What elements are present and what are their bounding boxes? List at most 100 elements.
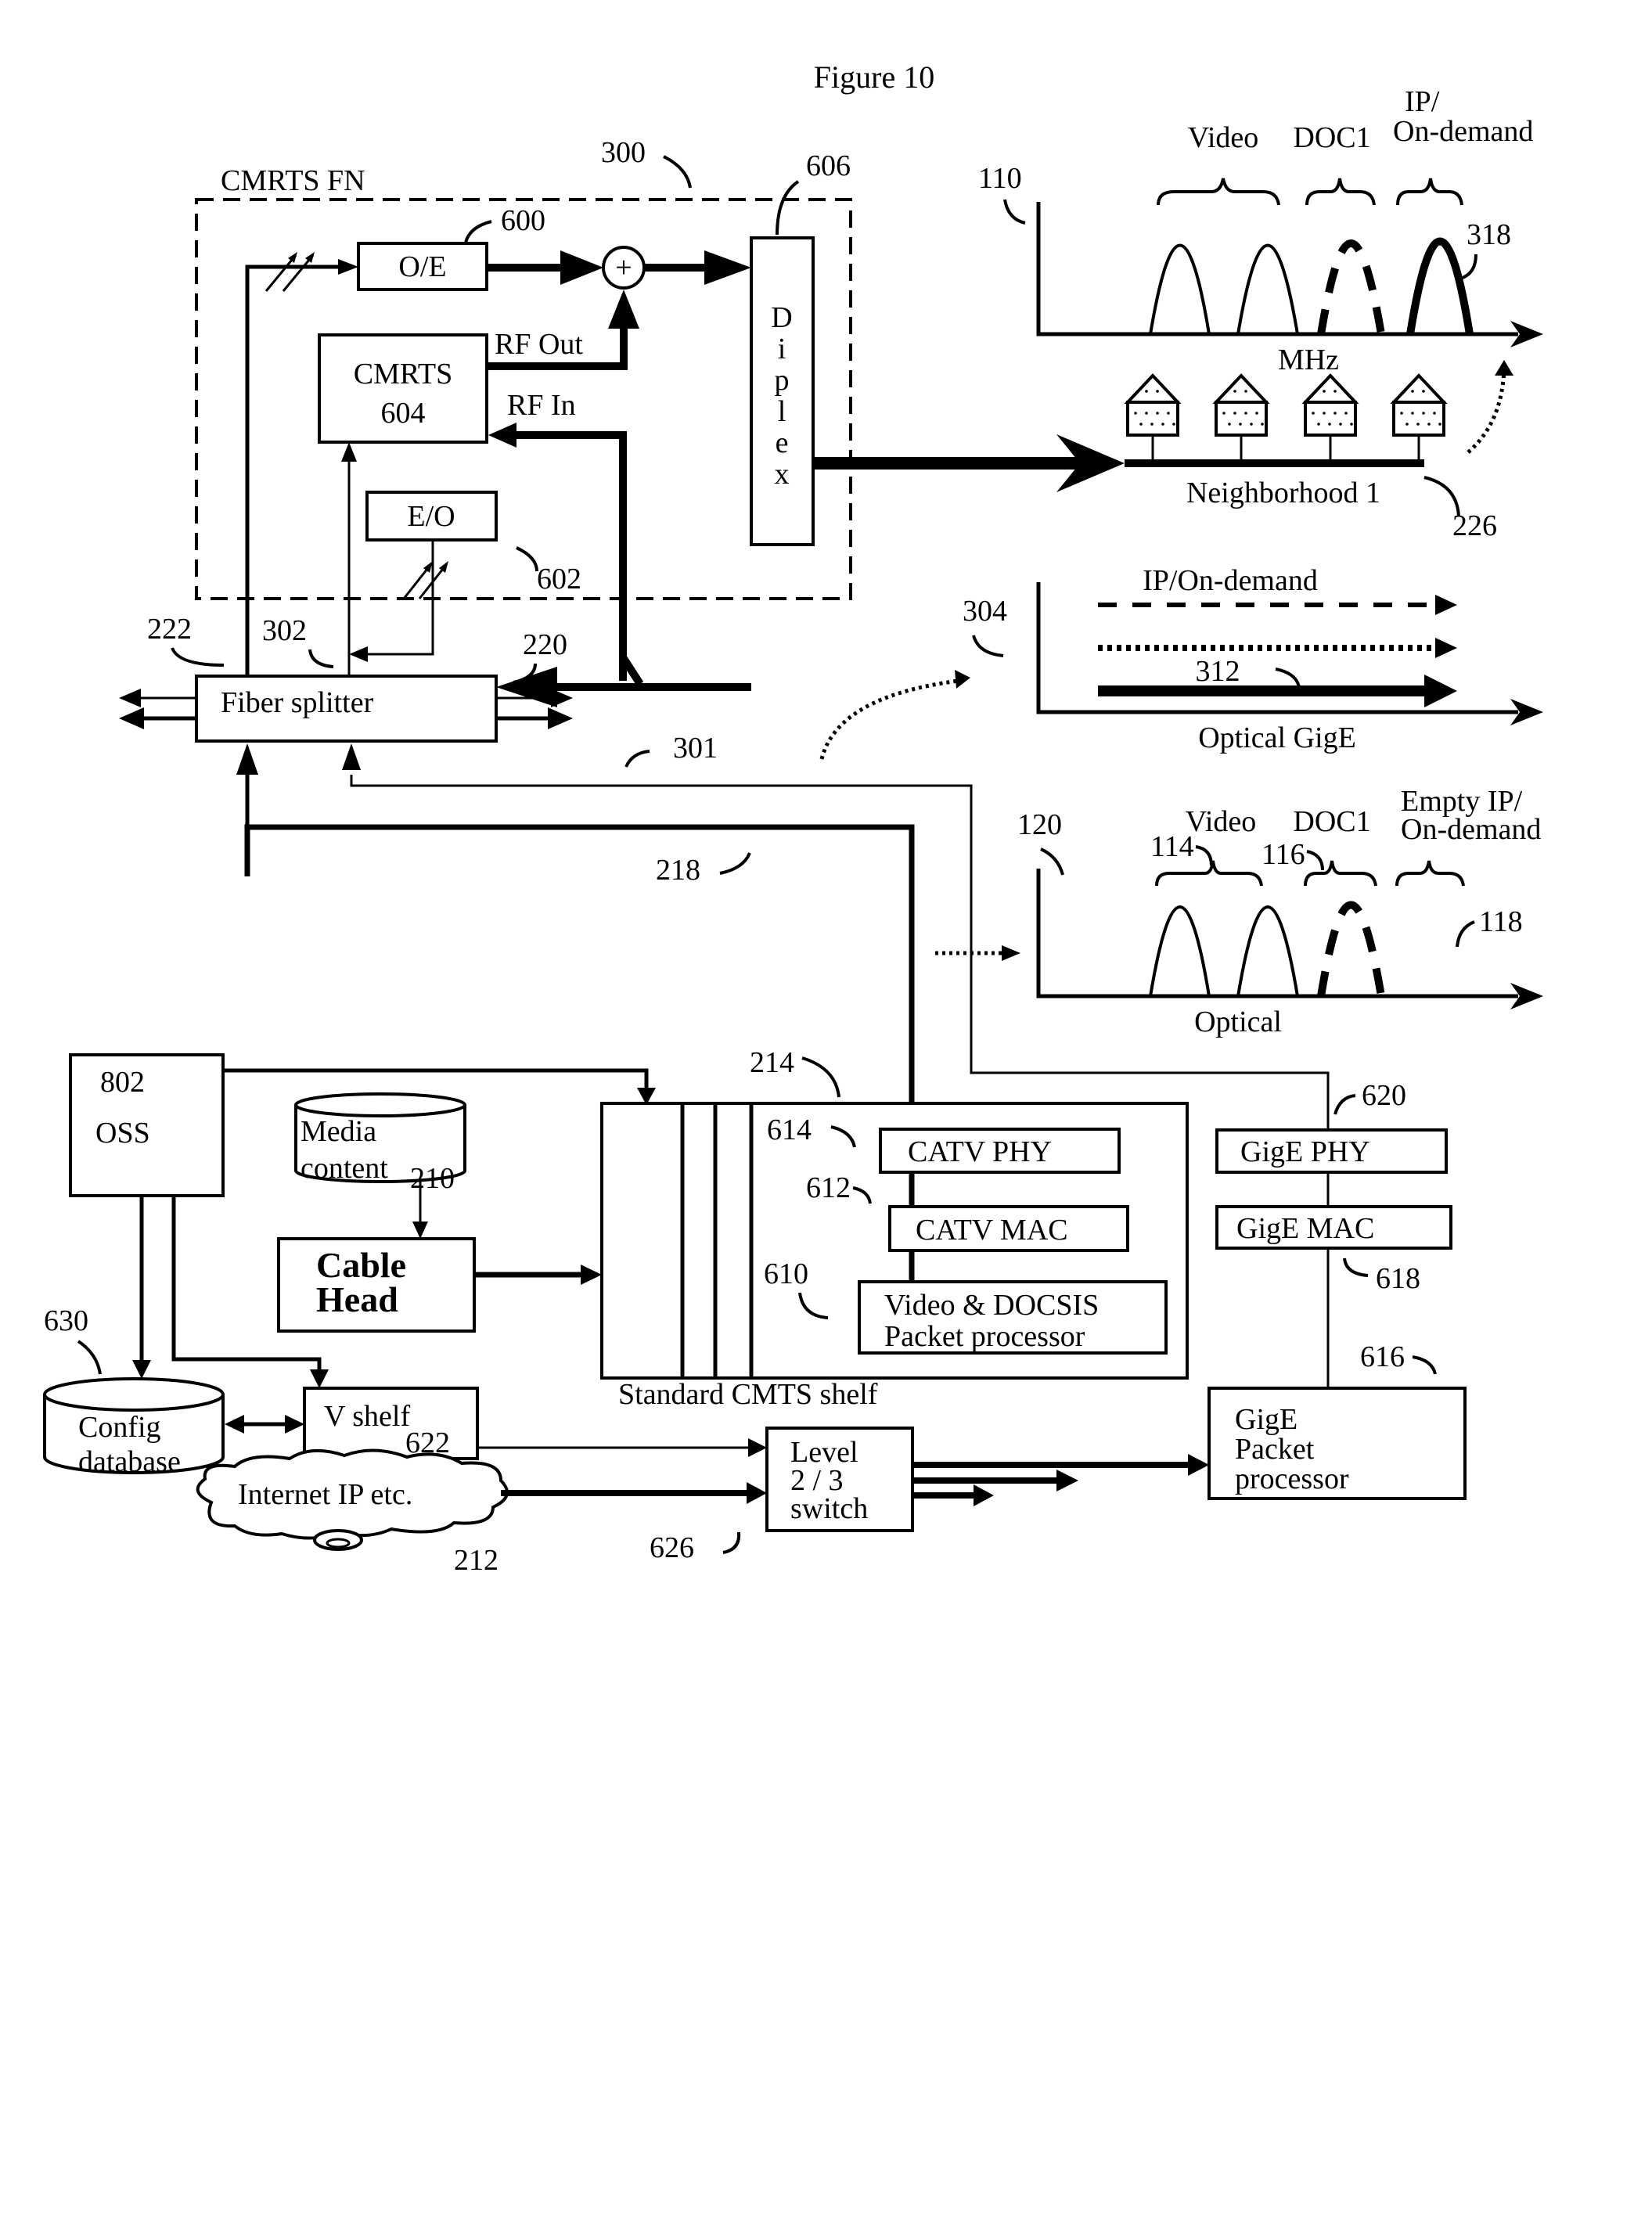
house-stipple-dot bbox=[1250, 423, 1253, 426]
rf-band-label-doc1: DOC1 bbox=[1293, 121, 1370, 154]
optical-peak-video-2 bbox=[1236, 905, 1299, 997]
media-cylinder-body bbox=[294, 1105, 466, 1183]
arrowhead-rf-in bbox=[488, 423, 516, 448]
ref-626-leader bbox=[722, 1531, 741, 1554]
config-cylinder-body bbox=[43, 1394, 225, 1474]
packet-proc-line2: Packet processor bbox=[884, 1320, 1085, 1353]
house-stipple-dot bbox=[1344, 412, 1348, 415]
optical-spectrum-axes bbox=[1036, 869, 1518, 998]
arrowhead-into-switch bbox=[747, 1482, 767, 1504]
house-stipple-dot bbox=[1250, 401, 1253, 404]
arrowhead-coax bbox=[1056, 434, 1125, 492]
figure-title: Figure 10 bbox=[814, 59, 934, 95]
gige-phy-box bbox=[1215, 1128, 1448, 1174]
house-stipple-dot bbox=[1422, 390, 1425, 393]
house-body bbox=[1304, 401, 1357, 437]
ref-614-leader bbox=[830, 1125, 856, 1148]
cmrts-604-box bbox=[318, 333, 488, 444]
ref-612: 612 bbox=[806, 1171, 851, 1204]
feeder-lines: 301 218 bbox=[236, 670, 1330, 1130]
house-stipple-dot bbox=[1139, 401, 1143, 404]
catv-mac-label: CATV MAC bbox=[916, 1214, 1068, 1247]
house-stipple-dot bbox=[1350, 423, 1353, 426]
ref-600: 600 bbox=[501, 204, 545, 237]
optical-spectrum-chart: 120 Optical Video DOC1 Empty IP/ On-dema… bbox=[1017, 785, 1543, 1038]
switch-line1: Level bbox=[790, 1436, 858, 1469]
ref-616: 616 bbox=[1360, 1340, 1405, 1373]
diplex-letter: p bbox=[775, 364, 790, 397]
optical-signal-icon bbox=[265, 254, 315, 292]
cable-head-line1: Cable bbox=[316, 1245, 406, 1285]
rf-band-label-ip: IP/ bbox=[1405, 85, 1440, 118]
optical-arrow-tip bbox=[288, 252, 297, 263]
rf-peak-video-2 bbox=[1236, 243, 1299, 335]
ref-118-leader bbox=[1456, 920, 1475, 948]
house-stipple-dot bbox=[1405, 423, 1409, 426]
house-stipple-dot bbox=[1416, 401, 1420, 404]
optical-arrow-tip bbox=[305, 252, 315, 263]
rf-spectrum-chart: 110 MHz Video DOC1 IP/ On-demand 318 bbox=[978, 85, 1543, 376]
ref-120-leader bbox=[1040, 847, 1064, 876]
house-stipple-dot bbox=[1156, 412, 1159, 415]
ref-606: 606 bbox=[806, 149, 851, 182]
house-stipple-dot bbox=[1438, 423, 1441, 426]
house-stipple-dot bbox=[1145, 412, 1148, 415]
arrowhead-gige-dashed bbox=[1435, 595, 1457, 615]
arrowhead-into-combiner bbox=[560, 250, 603, 285]
rf-spectrum-axes bbox=[1036, 202, 1518, 336]
ref-630: 630 bbox=[44, 1304, 88, 1337]
ref-218-leader bbox=[719, 852, 751, 875]
ref-630-leader bbox=[77, 1340, 102, 1375]
ref-612-leader bbox=[852, 1186, 872, 1204]
rf-peak-ip-318 bbox=[1406, 237, 1474, 335]
rf-brace-doc1 bbox=[1305, 178, 1376, 206]
dotted-link-to-rf-spectrum bbox=[1467, 367, 1506, 454]
cmts-shelf-card-slots bbox=[680, 1103, 754, 1378]
diplex-letter: e bbox=[776, 426, 789, 459]
ref-218: 218 bbox=[656, 854, 700, 887]
arrowhead-into-config-db bbox=[225, 1415, 244, 1434]
house-body bbox=[1126, 401, 1179, 437]
arrowhead-into-cmts-shelf bbox=[637, 1088, 656, 1105]
house-stipple-dot bbox=[1328, 401, 1331, 404]
fiber-splitter-box bbox=[195, 675, 498, 743]
rf-peak-doc1-dashed bbox=[1317, 239, 1385, 335]
oe-label: O/E bbox=[398, 250, 446, 283]
rf-out-line bbox=[487, 329, 628, 370]
arrowhead-218-up bbox=[236, 743, 258, 775]
gige-mac-label: GigE MAC bbox=[1236, 1212, 1374, 1245]
gige-pp-line3: processor bbox=[1235, 1463, 1349, 1495]
ref-606-leader bbox=[776, 180, 800, 236]
ref-301-leader bbox=[624, 750, 650, 768]
optical-band-label-empty-ip: Empty IP/ bbox=[1401, 785, 1523, 818]
arrowhead-into-cmts bbox=[581, 1265, 602, 1285]
ref-210: 210 bbox=[410, 1162, 455, 1195]
arrowhead-gige-solid bbox=[1424, 675, 1457, 707]
arrowhead-into-eo bbox=[496, 667, 557, 707]
house-stipple-dot bbox=[1427, 401, 1431, 404]
house-roof bbox=[1301, 373, 1359, 404]
rf-peak-video-1 bbox=[1149, 243, 1211, 335]
house-stipple-dot bbox=[1150, 401, 1154, 404]
arrowhead-eo-return bbox=[349, 646, 368, 662]
oss-label: OSS bbox=[95, 1117, 150, 1150]
eo-to-splitter-line bbox=[360, 540, 434, 656]
rf-out-label: RF Out bbox=[495, 328, 583, 361]
optical-gige-chart: 304 IP/On-demand 312 Optical GigE bbox=[963, 564, 1543, 754]
arrowhead-dotted bbox=[1002, 945, 1020, 961]
house-stipple-dot bbox=[1328, 423, 1331, 426]
arrowhead-into-v-shelf bbox=[310, 1369, 329, 1388]
arrowhead-into-oe bbox=[338, 259, 358, 275]
coax-output-group: Neighborhood 1 226 bbox=[813, 360, 1513, 542]
fiber-splitter-group: Fiber splitter 222 302 220 bbox=[119, 442, 573, 743]
arrowhead-output-3 bbox=[974, 1484, 994, 1506]
arrowhead-301-up bbox=[342, 743, 361, 770]
ref-226-leader bbox=[1423, 476, 1460, 517]
arrowhead-into-cable-head bbox=[412, 1222, 428, 1239]
optical-peak-doc1-dashed bbox=[1317, 901, 1385, 997]
house-stipple-dot bbox=[1411, 412, 1414, 415]
arrowhead-right bbox=[548, 707, 573, 729]
house-stipple-dot bbox=[1422, 412, 1425, 415]
diplex-letter: i bbox=[778, 333, 786, 365]
